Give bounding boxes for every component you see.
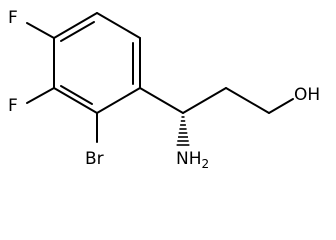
atom-label-nh2: NH2 <box>176 149 209 171</box>
atom-label-nh2-subscript: 2 <box>202 157 210 171</box>
bond-c2-c3 <box>96 87 141 114</box>
bond-c3-c4 <box>53 87 98 114</box>
atom-label-f-mid: F <box>8 96 18 116</box>
bond-to-f-top <box>26 22 55 39</box>
bond-c5-c6 <box>53 12 98 39</box>
structure-diagram: F F Br NH2 OH <box>8 8 320 171</box>
bond-ch2-to-ch2 <box>225 87 270 114</box>
bond-chiral-to-ch2 <box>182 87 227 114</box>
bond-to-f-mid <box>26 87 55 104</box>
bond-ch2-to-oh <box>268 98 294 114</box>
bond-c6-c1 <box>96 12 141 39</box>
double-bond-inner-lower-left <box>60 85 93 105</box>
atom-label-oh: OH <box>294 85 320 105</box>
atom-label-br: Br <box>85 149 104 169</box>
atom-label-nh: NH <box>176 149 202 169</box>
bond-ring-to-chiral-carbon <box>139 87 184 114</box>
double-bond-inner-upper-left <box>60 21 95 42</box>
hashed-wedge-bond <box>176 116 190 146</box>
atom-label-f-top: F <box>8 8 18 28</box>
benzene-ring <box>53 12 141 114</box>
